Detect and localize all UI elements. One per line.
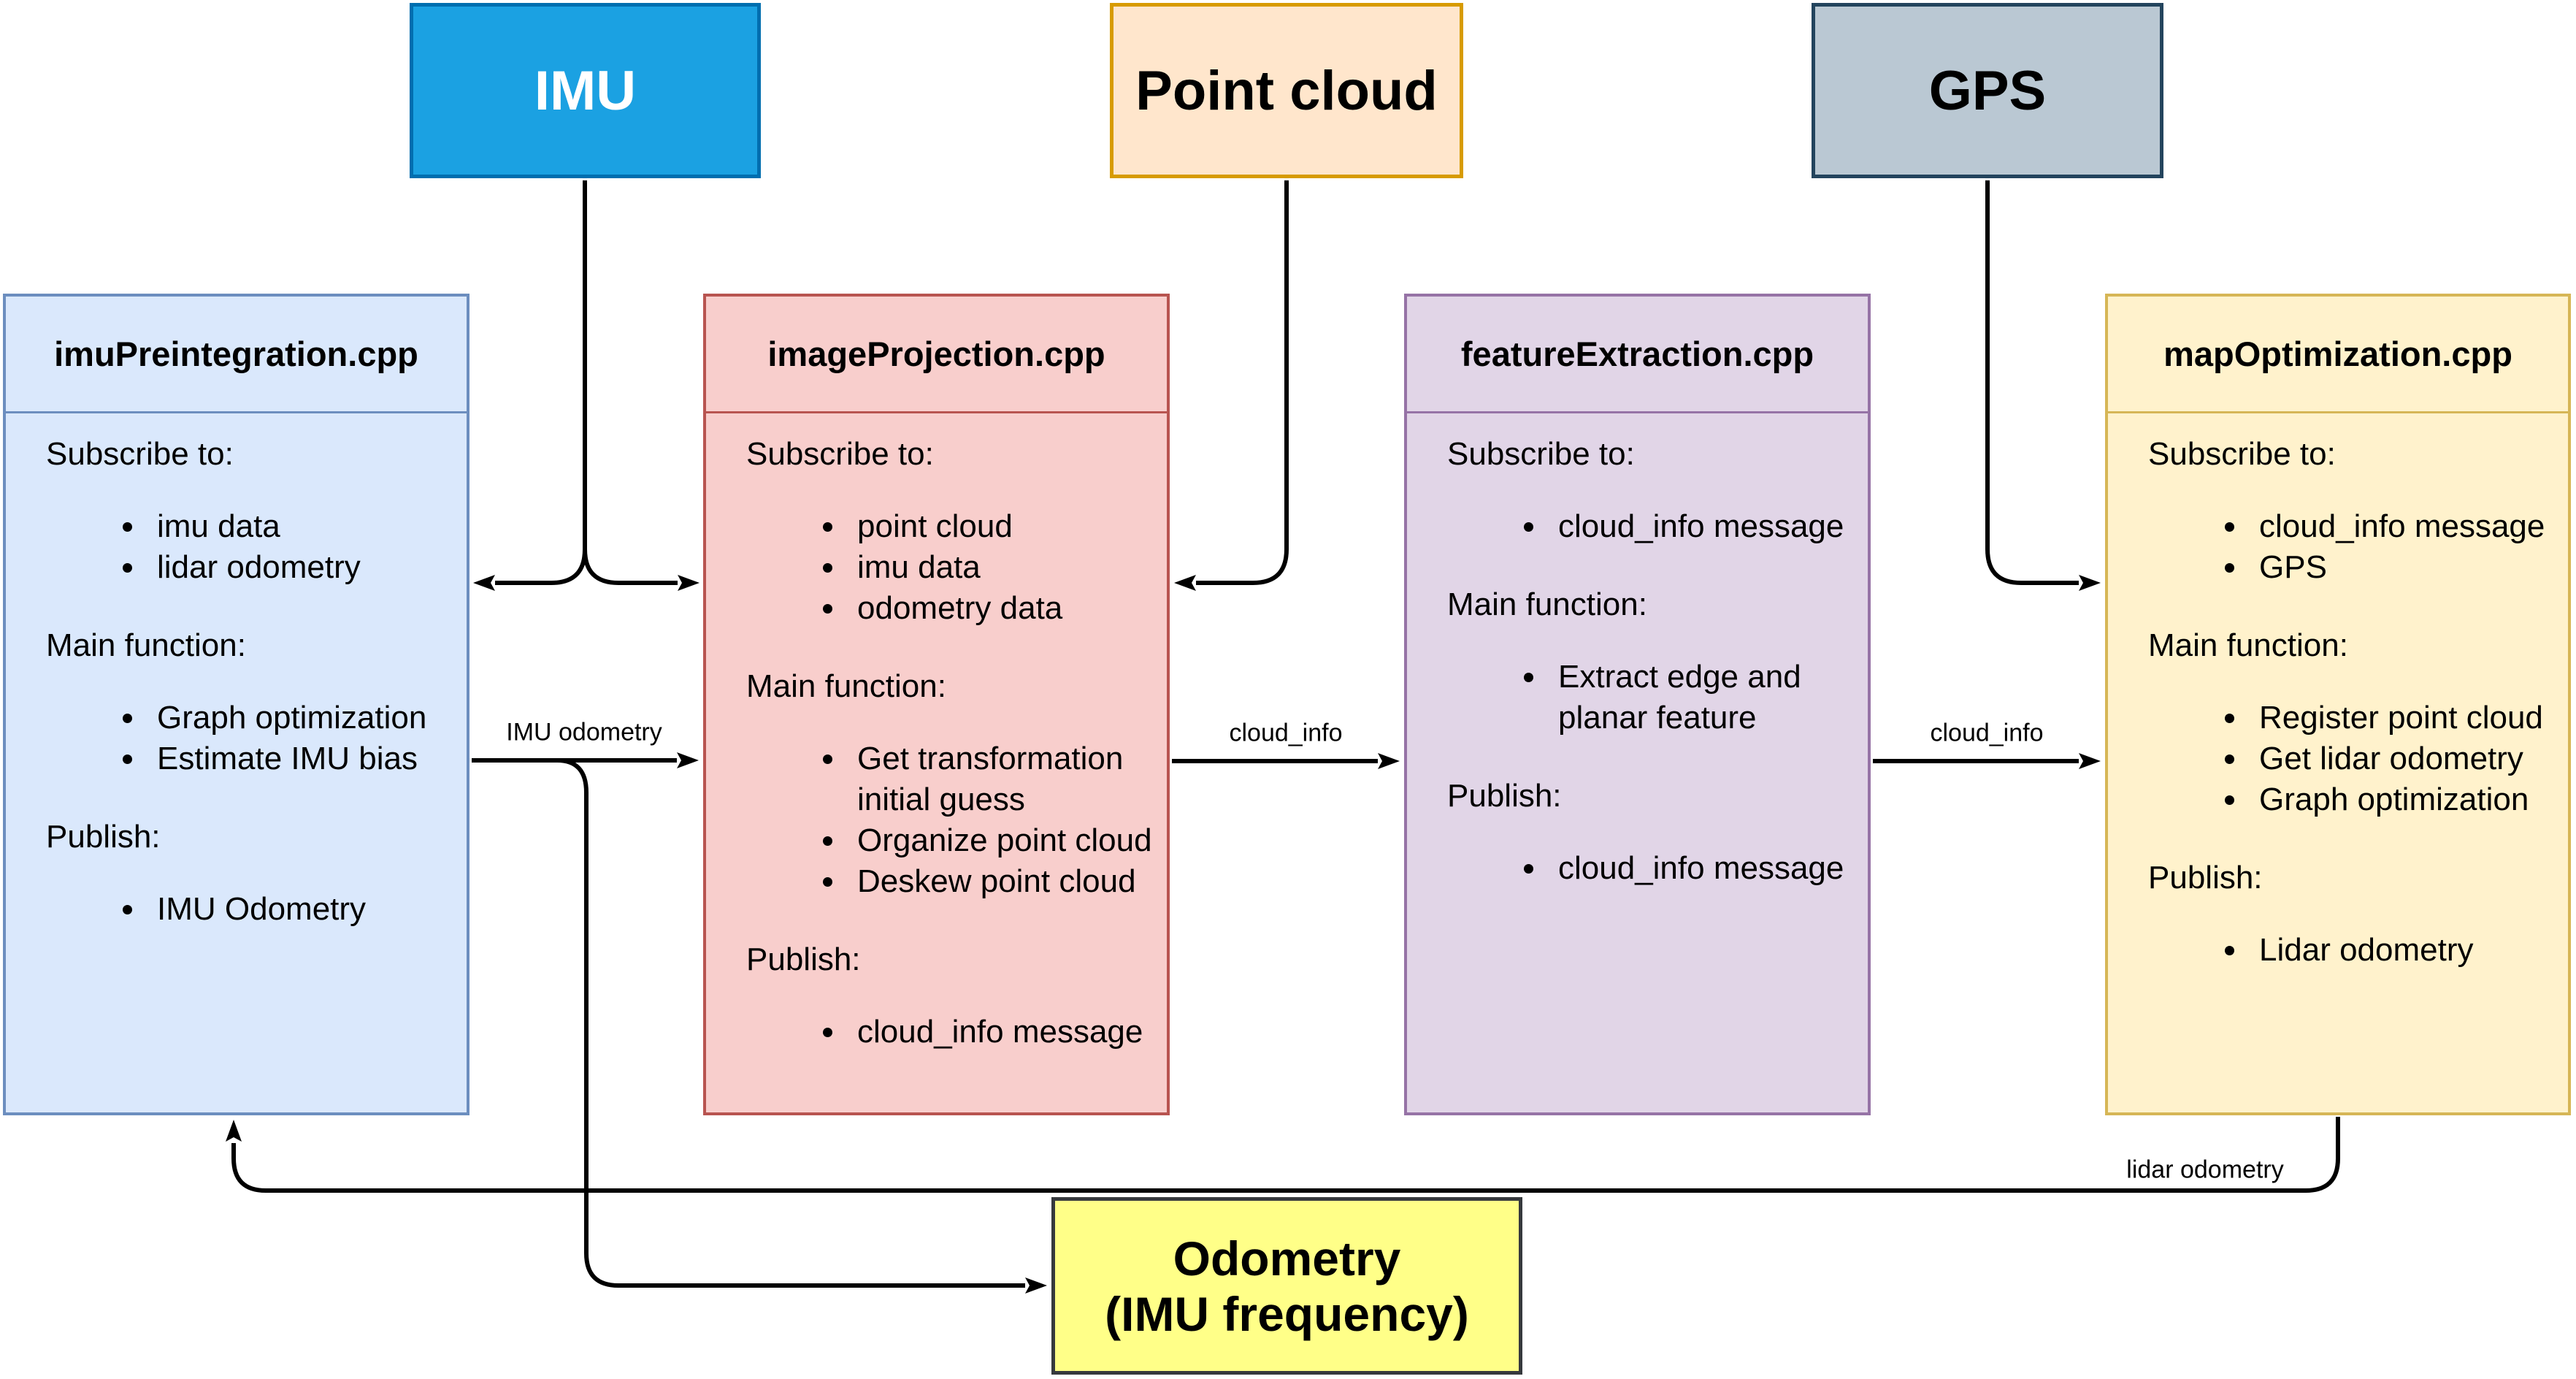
output-box-line1: Odometry <box>1173 1231 1401 1286</box>
sensor-box-gps: GPS <box>1812 3 2163 178</box>
node-imupreintegration: imuPreintegration.cpp Subscribe to: imu d… <box>3 294 469 1115</box>
arrowhead-into-output-box <box>1025 1277 1047 1294</box>
bullet-item: Graph optimization <box>2249 779 2562 820</box>
section-heading: Publish: <box>746 941 861 977</box>
section-bullet-list: cloud_info messageGPS <box>2148 506 2562 588</box>
bullet-item: cloud_info message <box>1548 506 1862 547</box>
node-title-featureextraction: featureExtraction.cpp <box>1407 297 1868 413</box>
node-body-imupreintegration: Subscribe to: imu datalidar odometryMain … <box>6 413 467 930</box>
edge-pointcloud <box>1196 180 1289 585</box>
section-bullet-list: imu datalidar odometry <box>46 506 461 588</box>
arrowhead-lidar-odometry-up <box>226 1120 242 1142</box>
node-title-mapoptimization: mapOptimization.cpp <box>2108 297 2568 413</box>
bullet-item: Estimate IMU bias <box>147 738 461 779</box>
sensor-label-gps: GPS <box>1928 59 2047 122</box>
section-bullet-list: Register point cloudGet lidar odometryGr… <box>2148 698 2562 820</box>
bullet-item: GPS <box>2249 547 2562 588</box>
edge-gps <box>1985 180 2079 585</box>
bullet-item: imu data <box>847 547 1161 588</box>
arrowhead-imu-odometry <box>677 752 699 768</box>
node-title-imageprojection: imageProjection.cpp <box>706 297 1167 413</box>
section-heading: Publish: <box>1447 778 1562 814</box>
section-bullet-list: cloud_info message <box>1447 506 1862 547</box>
section-heading: Main function: <box>46 627 246 663</box>
output-box-odometry: Odometry (IMU frequency) <box>1051 1197 1522 1375</box>
section-bullet-list: Graph optimizationEstimate IMU bias <box>46 698 461 779</box>
sensor-box-point-cloud: Point cloud <box>1110 3 1463 178</box>
arrowhead-into-mapoptimization-gps <box>2079 575 2101 591</box>
bullet-item: point cloud <box>847 506 1161 547</box>
bullet-item: imu data <box>147 506 461 547</box>
node-title-imupreintegration: imuPreintegration.cpp <box>6 297 467 413</box>
section-bullet-list: IMU Odometry <box>46 889 461 930</box>
edge-imu-fork-right <box>583 549 678 585</box>
section-heading: Subscribe to: <box>46 436 234 472</box>
bullet-item: Get lidar odometry <box>2249 738 2562 779</box>
edge-label-cloud-info-2: cloud_info <box>1930 719 2044 747</box>
arrowhead-cloudinfo-2 <box>2079 753 2101 769</box>
arrowhead-into-imageprojection-pc <box>1174 575 1196 591</box>
bullet-item: Deskew point cloud <box>847 861 1161 902</box>
node-mapoptimization: mapOptimization.cpp Subscribe to: cloud_i… <box>2105 294 2571 1115</box>
edge-imu-fork-left <box>495 180 587 585</box>
arrowhead-into-imageprojection-imu <box>678 575 699 591</box>
output-box-line2: (IMU frequency) <box>1105 1286 1469 1341</box>
edge-odometry-branch <box>556 758 1025 1288</box>
section-heading: Subscribe to: <box>746 436 934 472</box>
bullet-item: Lidar odometry <box>2249 930 2562 971</box>
node-body-imageprojection: Subscribe to: point cloudimu dataodometry… <box>706 413 1167 1053</box>
section-heading: Publish: <box>46 819 161 855</box>
bullet-item: Extract edge and planar feature <box>1548 657 1862 738</box>
edge-lidar-odometry <box>231 1117 2340 1193</box>
section-bullet-list: point cloudimu dataodometry data <box>746 506 1161 629</box>
section-bullet-list: Extract edge and planar feature <box>1447 657 1862 738</box>
section-bullet-list: cloud_info message <box>1447 848 1862 889</box>
edge-label-lidar-odometry: lidar odometry <box>2126 1155 2284 1184</box>
bullet-item: Organize point cloud <box>847 820 1161 861</box>
bullet-item: cloud_info message <box>2249 506 2562 547</box>
bullet-item: Graph optimization <box>147 698 461 738</box>
arrowhead-cloudinfo-1 <box>1378 753 1400 769</box>
section-bullet-list: Get transformation initial guessOrganize… <box>746 738 1161 902</box>
section-bullet-list: Lidar odometry <box>2148 930 2562 971</box>
sensor-label-point-cloud: Point cloud <box>1135 59 1438 122</box>
section-heading: Subscribe to: <box>2148 436 2336 472</box>
node-body-mapoptimization: Subscribe to: cloud_info messageGPS Main f… <box>2108 413 2568 971</box>
edge-label-cloud-info-1: cloud_info <box>1229 719 1343 747</box>
bullet-item: cloud_info message <box>847 1012 1161 1053</box>
bullet-item: Register point cloud <box>2249 698 2562 738</box>
section-heading: Subscribe to: <box>1447 436 1635 472</box>
node-imageprojection: imageProjection.cpp Subscribe to: point c… <box>703 294 1170 1115</box>
edge-label-imu-odometry: IMU odometry <box>506 718 662 746</box>
node-featureextraction: featureExtraction.cpp Subscribe to: cloud… <box>1404 294 1871 1115</box>
bullet-item: cloud_info message <box>1548 848 1862 889</box>
section-heading: Main function: <box>2148 627 2348 663</box>
sensor-label-imu: IMU <box>534 59 637 122</box>
bullet-item: Get transformation initial guess <box>847 738 1161 820</box>
bullet-item: odometry data <box>847 588 1161 629</box>
section-heading: Publish: <box>2148 860 2263 895</box>
arrowhead-into-imupreintegration <box>473 575 495 591</box>
section-heading: Main function: <box>746 668 946 704</box>
bullet-item: IMU Odometry <box>147 889 461 930</box>
section-bullet-list: cloud_info message <box>746 1012 1161 1053</box>
section-heading: Main function: <box>1447 587 1647 622</box>
sensor-box-imu: IMU <box>410 3 761 178</box>
bullet-item: lidar odometry <box>147 547 461 588</box>
